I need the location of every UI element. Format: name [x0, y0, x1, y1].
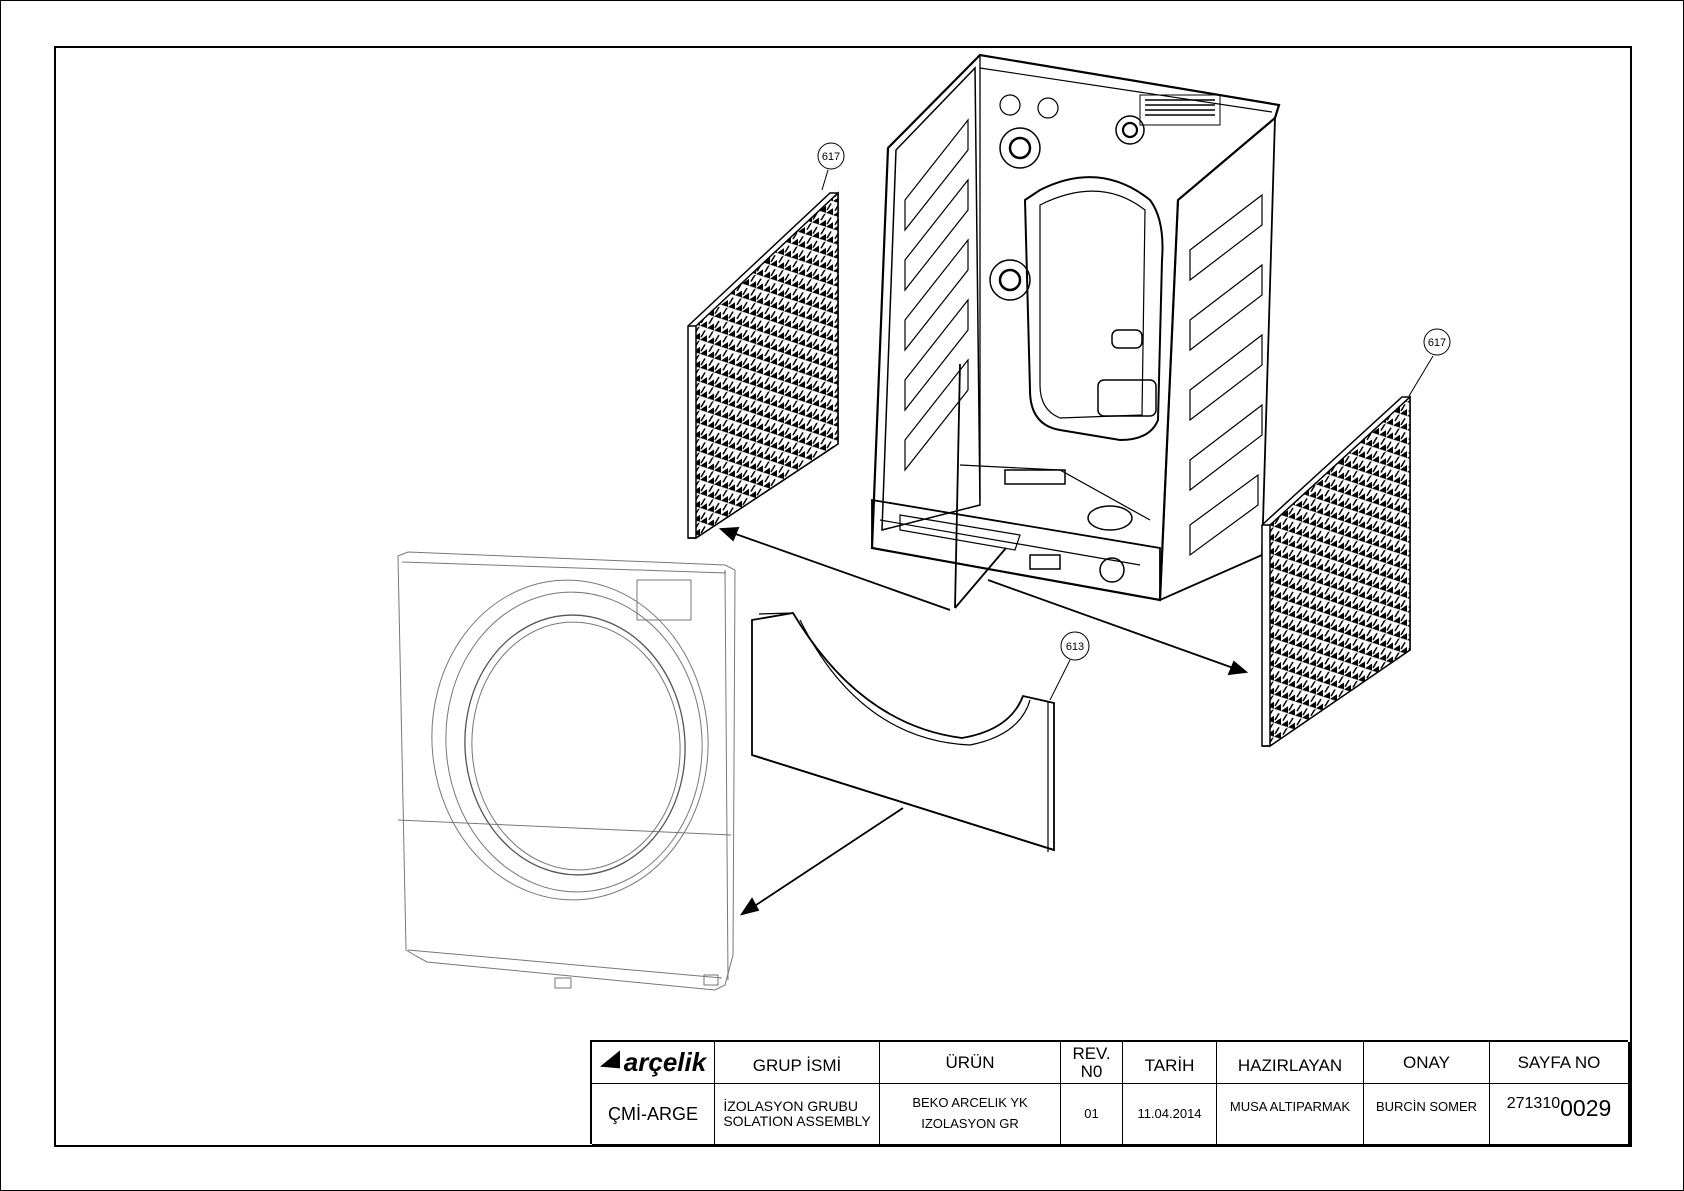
date-value: 11.04.2014 — [1123, 1084, 1217, 1146]
product-line1: BEKO ARCELIK YK — [912, 1095, 1028, 1111]
header-prepared-by: HAZIRLAYAN — [1217, 1042, 1364, 1084]
header-page-no: SAYFA NO — [1490, 1042, 1630, 1084]
header-product: ÜRÜN — [880, 1042, 1061, 1084]
department-value: ÇMİ-ARGE — [592, 1084, 715, 1146]
callout-label: 617 — [1428, 337, 1446, 349]
header-approval: ONAY — [1364, 1042, 1490, 1084]
callout-label: 613 — [1066, 641, 1084, 653]
header-rev-line2: N0 — [1080, 1061, 1103, 1081]
group-name-line1: İZOLASYON GRUBU — [723, 1098, 858, 1115]
approval-value: BURCİN SOMER — [1364, 1084, 1490, 1146]
callout-617-right: 617 — [1408, 328, 1451, 397]
product-line2: IZOLASYON GR — [921, 1116, 1019, 1131]
explode-arrows — [718, 363, 1249, 916]
callout-617-left: 617 — [817, 142, 845, 191]
logo-cell: arçelik — [592, 1042, 715, 1084]
drawing-frame — [54, 46, 1632, 1147]
product-value: BEKO ARCELIK YK IZOLASYON GR — [880, 1084, 1061, 1146]
company-logo: arçelik — [623, 1046, 707, 1077]
header-rev-line1: REV. — [1072, 1043, 1111, 1063]
page-no-suffix: 0029 — [1560, 1095, 1612, 1121]
right-insulation-panel — [1261, 395, 1411, 748]
header-group-name: GRUP İSMİ — [715, 1042, 880, 1084]
header-rev-no: REV. N0 — [1061, 1042, 1123, 1084]
left-insulation-panel — [687, 191, 839, 540]
arcelik-logo-mark-icon — [599, 1049, 620, 1076]
group-name-value: İZOLASYON GRUBU SOLATION ASSEMBLY — [715, 1084, 880, 1146]
group-name-line2: SOLATION ASSEMBLY — [723, 1113, 871, 1129]
callout-label: 617 — [822, 151, 840, 163]
prepared-by-value: MUSA ALTIPARMAK — [1217, 1084, 1364, 1146]
header-date: TARİH — [1123, 1042, 1217, 1084]
callout-613: 613 — [1049, 631, 1090, 701]
rev-no-value: 01 — [1061, 1084, 1123, 1146]
page-no-prefix: 271310 — [1506, 1095, 1561, 1112]
front-panel — [397, 551, 736, 991]
title-block: arçelik GRUP İSMİ ÜRÜN REV. N0 TARİH HAZ… — [590, 1040, 1630, 1146]
cabinet-body — [870, 53, 1281, 602]
front-insulation-pad — [751, 612, 1055, 852]
